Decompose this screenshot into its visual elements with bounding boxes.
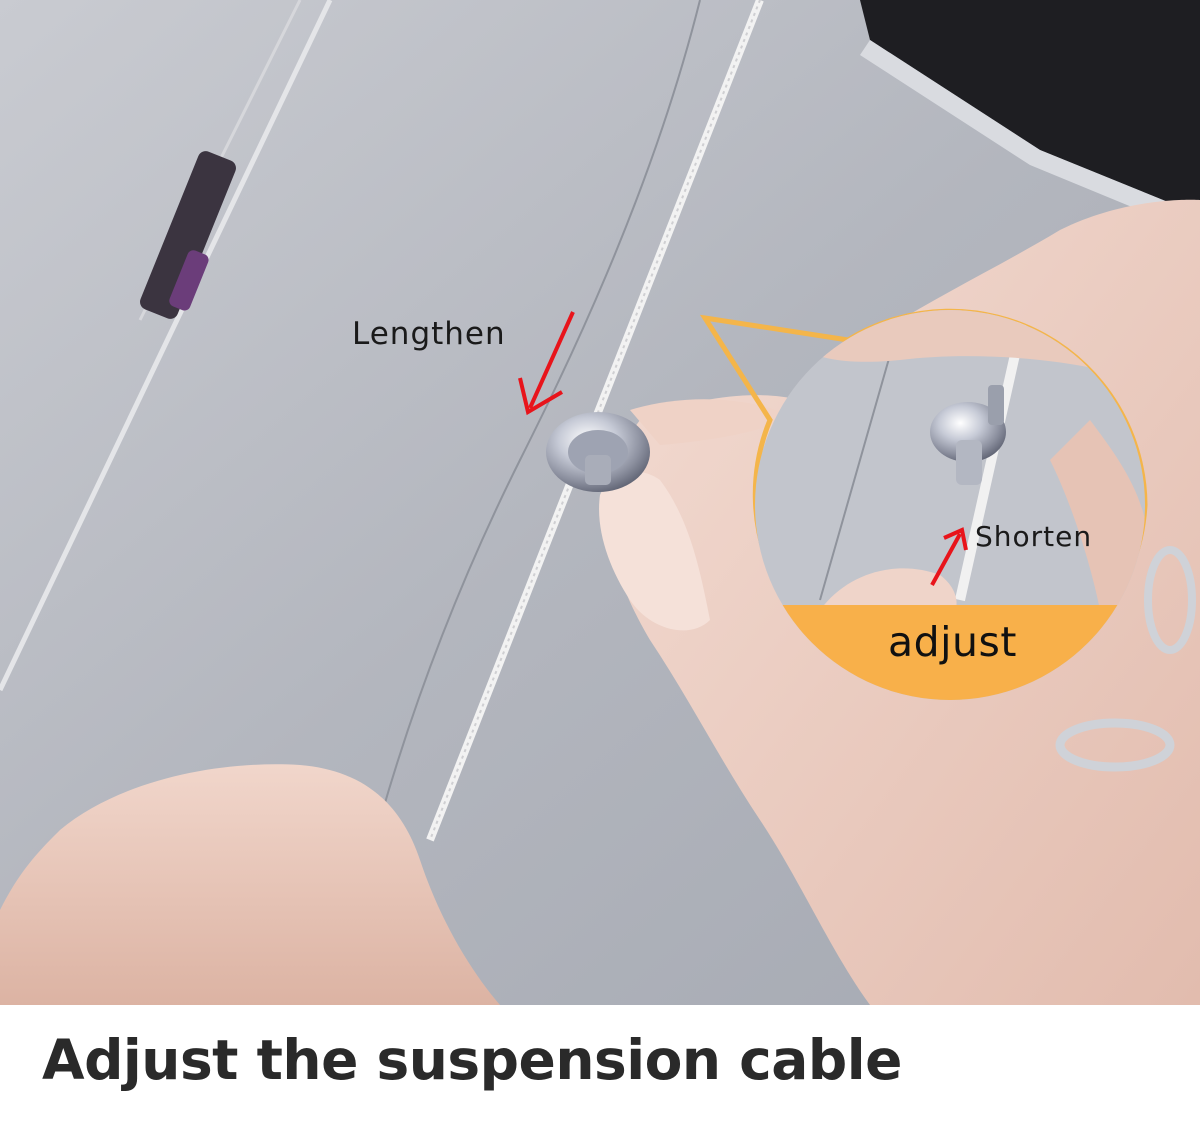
shorten-arrow [930,527,968,586]
lengthen-arrow [518,311,575,416]
photo-illustration [0,0,1200,1005]
lengthen-label: Lengthen [352,316,506,352]
product-photo: Lengthen Shorten adjust [0,0,1200,1005]
adjust-label: adjust [888,618,1017,666]
caption-title: Adjust the suspension cable [42,1028,902,1092]
shorten-label: Shorten [975,520,1093,553]
